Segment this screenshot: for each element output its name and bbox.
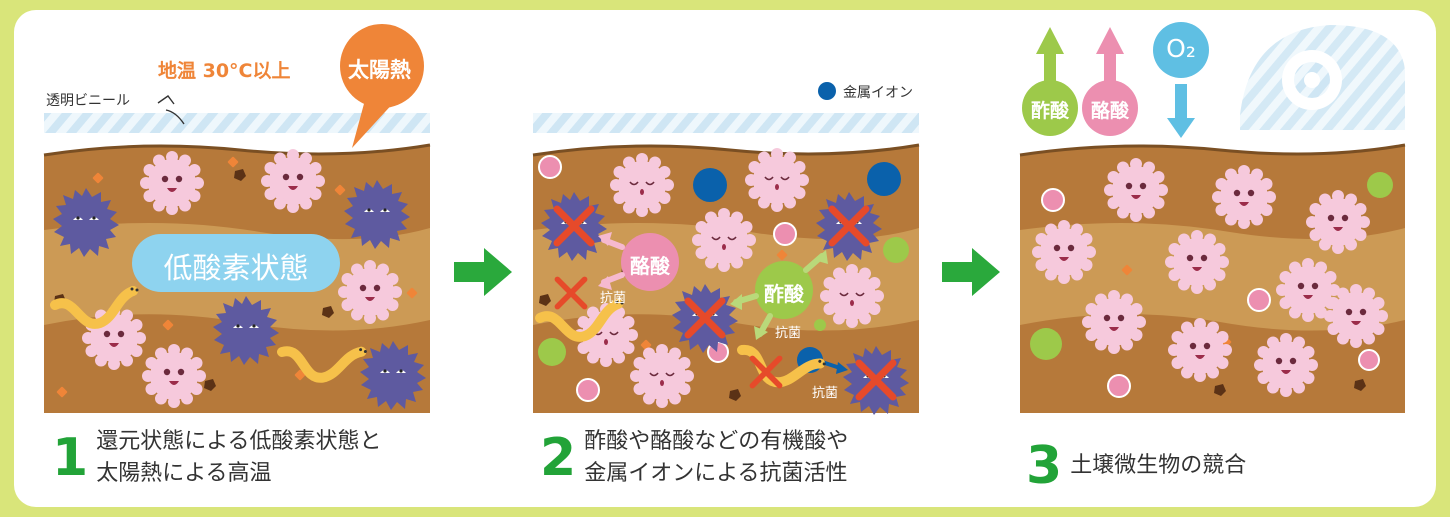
caption-text: 酢酸や酪酸などの有機酸や 金属イオンによる抗菌活性 [584,429,849,486]
sun-heat-label: 太陽熱 [348,58,411,82]
caption-2: 2 酢酸や酪酸などの有機酸や 金属イオンによる抗菌活性 [540,426,848,490]
transparent-film [533,113,919,133]
caption-3: 3 土壌微生物の競合 [1026,440,1246,492]
caption-text: 土壌微生物の競合 [1070,453,1247,478]
butyric-up-arrow [1096,27,1124,54]
low-oxygen-state-label: 低酸素状態 [163,251,309,285]
transparent-film [44,113,430,133]
caption-number: 1 [52,428,89,488]
low-oxygen-pill [132,234,340,292]
metal-ion-legend-icon [818,82,836,100]
soil-temperature-label: 地温 30°C以上 [158,60,291,82]
butyric-acid-label: 酪酸 [1090,100,1129,122]
panel-3 [1019,22,1406,413]
acetic-acid-bubble [755,261,813,319]
caption-number: 2 [540,428,577,488]
antibacterial-label: 抗菌 [600,291,627,306]
caption-1: 1 還元状態による低酸素状態と 太陽熱による高温 [52,426,382,490]
panel-1 [43,24,431,413]
panel-2 [532,82,920,415]
butyric-acid-bubble [1082,80,1138,136]
acetic-acid-bubble [1022,80,1078,136]
antibacterial-label: 抗菌 [775,326,802,341]
acetic-acid-label: 酢酸 [764,282,804,306]
oxygen-bubble [1153,22,1209,78]
caption-number: 3 [1026,436,1063,496]
metal-ion-legend-label: 金属イオン [843,85,913,101]
acetic-acid-label: 酢酸 [1030,100,1069,122]
transparent-film-label: 透明ビニール [46,93,130,109]
oxygen-down-arrow [1167,118,1195,138]
antibacterial-label: 抗菌 [812,386,839,401]
sun-heat-circle [340,24,424,108]
metal-ion [693,168,727,202]
butyric-acid-label: 酪酸 [630,254,670,278]
flow-arrow-1 [454,248,512,296]
metal-ion [867,162,901,196]
butyric-acid-bubble [621,233,679,291]
flow-arrow-2 [942,248,1000,296]
sun-heat-arrow [352,100,396,148]
oxygen-label: O₂ [1166,34,1196,63]
acetic-up-arrow [1036,27,1064,54]
caption-text: 還元状態による低酸素状態と 太陽熱による高温 [96,429,382,486]
